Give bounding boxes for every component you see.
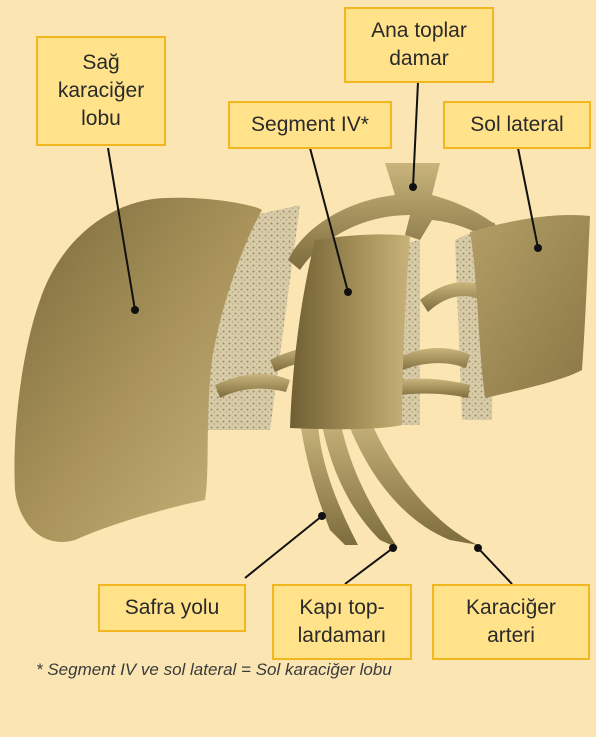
label-karaciger-arteri: Karaciğer arteri [432,584,590,660]
dot-arter [474,544,482,552]
dot-kapi [389,544,397,552]
dot-safra [318,512,326,520]
dot-sag [131,306,139,314]
left-lateral-lobe [470,215,590,398]
leader-arter [478,548,512,584]
label-segment-iv-text: Segment IV* [251,111,369,139]
label-kapi-toplardamari-text: Kapı top- lardamarı [298,594,387,650]
dot-sol-lateral [534,244,542,252]
segment-iv-lobe [290,234,410,429]
label-sol-lateral-text: Sol lateral [470,111,563,139]
label-ana-toplar-damar: Ana toplar damar [344,7,494,83]
label-sag-karaciger-lobu-text: Sağ karaciğer lobu [58,49,144,133]
label-segment-iv: Segment IV* [228,101,392,149]
label-safra-yolu: Safra yolu [98,584,246,632]
label-sol-lateral: Sol lateral [443,101,591,149]
label-sag-karaciger-lobu: Sağ karaciğer lobu [36,36,166,146]
leader-kapi [345,548,393,584]
hepatic-artery-vessel [345,415,478,545]
label-ana-toplar-damar-text: Ana toplar damar [371,17,467,73]
label-kapi-toplardamari: Kapı top- lardamarı [272,584,412,660]
label-safra-yolu-text: Safra yolu [125,594,220,622]
dot-ana-toplar [409,183,417,191]
label-karaciger-arteri-text: Karaciğer arteri [466,594,556,650]
leader-safra [245,516,322,578]
footnote: * Segment IV ve sol lateral = Sol karaci… [36,660,392,680]
dot-segment-iv [344,288,352,296]
